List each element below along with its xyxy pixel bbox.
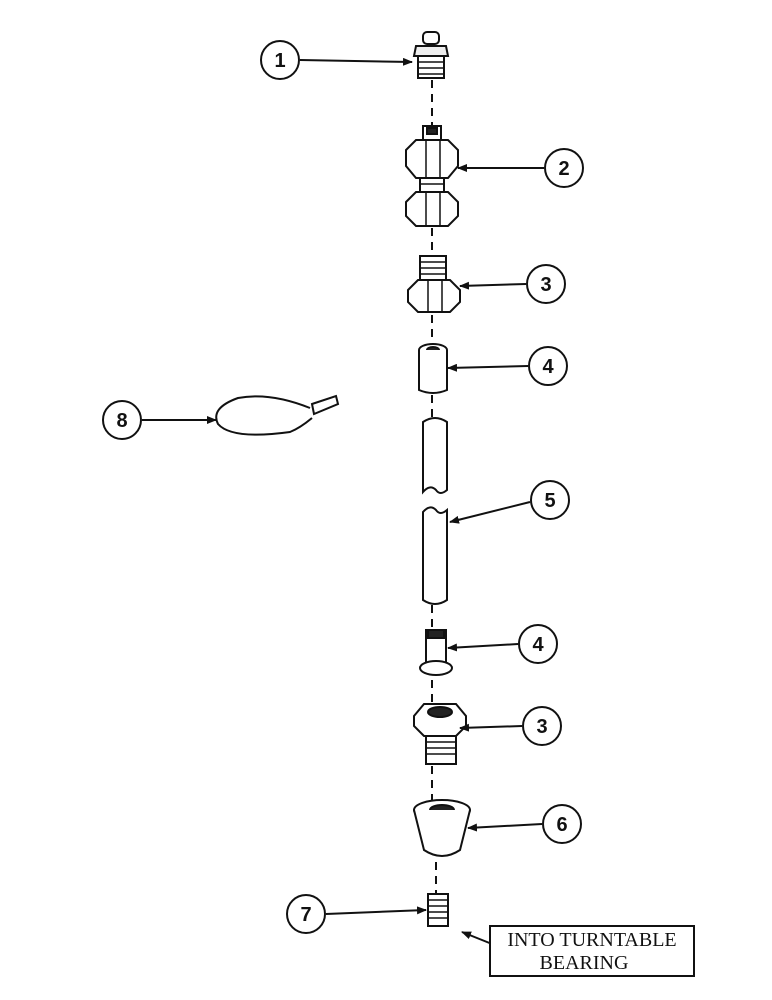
callout-3-lower-number: 3 bbox=[536, 716, 547, 738]
bulkhead-fitting-part bbox=[405, 125, 459, 227]
callout-4-lower: 4 bbox=[518, 624, 558, 664]
note-line-2: BEARING bbox=[540, 952, 629, 974]
leader-lines bbox=[142, 57, 544, 915]
callout-6: 6 bbox=[542, 804, 582, 844]
callout-6-number: 6 bbox=[556, 814, 567, 836]
callout-3-lower: 3 bbox=[522, 706, 562, 746]
callout-2-number: 2 bbox=[558, 158, 569, 180]
note-box: INTO TURNTABLE BEARING bbox=[461, 925, 695, 977]
callout-5: 5 bbox=[530, 480, 570, 520]
adapter-part-lower bbox=[413, 703, 467, 765]
grease-fitting-part bbox=[412, 31, 450, 79]
cable-tie-part bbox=[215, 394, 340, 436]
callout-4-upper: 4 bbox=[528, 346, 568, 386]
callout-7-number: 7 bbox=[300, 904, 311, 926]
cup-part bbox=[413, 799, 471, 857]
callout-7: 7 bbox=[286, 894, 326, 934]
note-line-1: INTO TURNTABLE bbox=[507, 929, 676, 951]
tube-part bbox=[422, 417, 448, 605]
callout-8: 8 bbox=[102, 400, 142, 440]
callout-2: 2 bbox=[544, 148, 584, 188]
assembly-centerline bbox=[431, 80, 437, 893]
sleeve-part-lower bbox=[419, 629, 453, 676]
callout-4-lower-number: 4 bbox=[532, 634, 544, 656]
callout-4-upper-number: 4 bbox=[542, 356, 554, 378]
sleeve-part-upper bbox=[418, 343, 448, 394]
callout-5-number: 5 bbox=[544, 490, 555, 512]
callout-1-number: 1 bbox=[274, 50, 285, 72]
adapter-part-upper bbox=[407, 255, 461, 313]
callout-3-upper-number: 3 bbox=[540, 274, 551, 296]
pipe-nipple-part bbox=[427, 893, 449, 927]
callout-3-upper: 3 bbox=[526, 264, 566, 304]
callout-1: 1 bbox=[260, 40, 300, 80]
callout-8-number: 8 bbox=[116, 410, 127, 432]
